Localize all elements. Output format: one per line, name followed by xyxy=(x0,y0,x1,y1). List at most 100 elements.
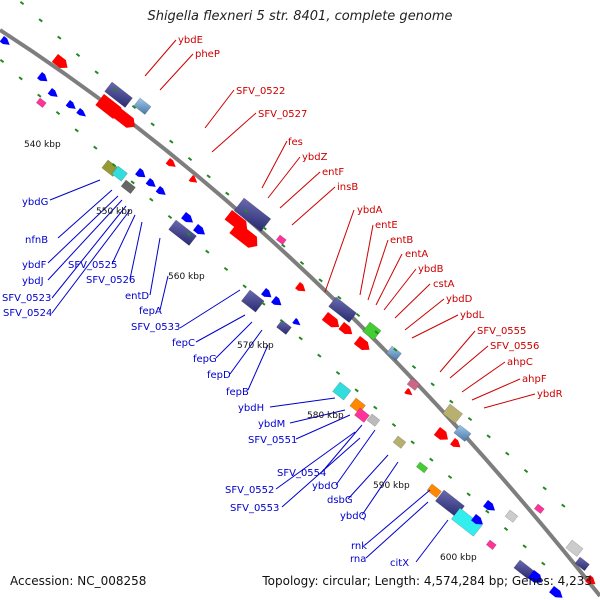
feature-rev-13 xyxy=(181,212,193,223)
feature-rev-17 xyxy=(271,296,282,306)
leader-line-18 xyxy=(461,361,506,393)
gene-label-entF: entF xyxy=(322,167,344,178)
tick-inner-2 xyxy=(37,93,42,98)
tick-outer-5 xyxy=(113,87,118,92)
leader-line-5 xyxy=(267,156,301,199)
feature-rev-11-shape xyxy=(155,186,166,195)
leader-line-6 xyxy=(279,171,321,209)
feature-rev-33 xyxy=(527,570,542,583)
tick-inner-14 xyxy=(261,301,266,306)
feature-fwd-14 xyxy=(338,322,353,335)
leader-line-43 xyxy=(347,454,389,500)
leader-line-10 xyxy=(367,239,389,301)
gene-label-entD: entD xyxy=(125,291,149,302)
gene-label-rna: rna xyxy=(350,554,366,565)
gene-label-ybdF: ybdF xyxy=(22,260,47,271)
tick-outer-14 xyxy=(281,243,286,248)
feature-rev-16 xyxy=(261,288,272,298)
feature-fwd-5 xyxy=(165,158,176,167)
gene-label-fepD: fepD xyxy=(207,370,231,381)
tick-inner-28 xyxy=(522,544,527,549)
tick-outer-8 xyxy=(169,139,174,144)
gene-label-ybdG: ybdG xyxy=(22,197,48,208)
tick-inner-6 xyxy=(111,162,117,168)
gene-label-ahpF: ahpF xyxy=(522,374,547,385)
feature-rev-16-shape xyxy=(261,288,272,298)
feature-fwd-28 xyxy=(585,575,596,585)
feature-fwd-5-shape xyxy=(165,158,176,167)
feature-fwd-15-shape xyxy=(362,321,382,341)
leader-line-41 xyxy=(335,429,376,486)
feature-rev-25-shape xyxy=(415,461,429,474)
leader-line-3 xyxy=(211,112,257,153)
tick-inner-12 xyxy=(223,266,229,272)
tick-inner-7 xyxy=(130,180,135,185)
leader-line-11 xyxy=(375,253,403,306)
gene-label-ybdL: ybdL xyxy=(460,310,485,321)
feature-fwd-23 xyxy=(450,438,461,448)
leader-line-23 xyxy=(47,195,119,264)
tick-outer-2 xyxy=(57,35,62,40)
gene-label-citX: citX xyxy=(390,558,409,569)
gene-label-ahpC: ahpC xyxy=(507,357,533,368)
gene-label-SFV_0555: SFV_0555 xyxy=(477,326,526,337)
tick-inner-19 xyxy=(354,388,359,393)
tick-outer-6 xyxy=(131,104,137,110)
tick-inner-11 xyxy=(205,249,210,254)
feature-rev-7 xyxy=(111,165,128,182)
feature-fwd-25 xyxy=(533,503,545,515)
feature-fwd-26-shape xyxy=(565,539,584,557)
leader-line-14 xyxy=(404,298,445,331)
feature-fwd-11-shape xyxy=(295,282,306,292)
feature-fwd-8 xyxy=(233,197,272,232)
feature-fwd-20 xyxy=(442,403,463,424)
feature-fwd-4-shape xyxy=(133,97,152,115)
leader-line-31 xyxy=(179,289,241,329)
gene-label-fepA: fepA xyxy=(139,306,162,317)
tick-outer-25 xyxy=(486,434,491,439)
feature-fwd-9-shape xyxy=(229,222,258,248)
gene-label-ybdZ: ybdZ xyxy=(302,152,328,163)
gene-label-ybdA: ybdA xyxy=(357,205,383,216)
leader-line-26 xyxy=(129,221,143,280)
feature-fwd-21-shape xyxy=(453,424,472,442)
feature-rev-7-shape xyxy=(111,165,128,182)
gene-label-entE: entE xyxy=(375,220,398,231)
feature-fwd-19 xyxy=(404,388,413,396)
feature-rev-4-shape xyxy=(76,108,87,117)
feature-rev-2-shape xyxy=(47,88,58,97)
leader-line-37 xyxy=(289,409,346,424)
leader-line-22 xyxy=(57,189,113,239)
tick-inner-22 xyxy=(410,440,415,445)
gene-label-ybdM: ybdM xyxy=(258,419,285,430)
scale-label-570: 570 kbp xyxy=(237,341,274,351)
leader-line-8 xyxy=(324,209,355,293)
leader-line-1 xyxy=(159,53,194,91)
tick-inner-8 xyxy=(149,197,154,202)
genome-backbone xyxy=(0,28,600,598)
feature-rev-20-shape xyxy=(332,381,352,401)
gene-label-entA: entA xyxy=(405,249,428,260)
feature-rev-25 xyxy=(415,461,429,474)
feature-fwd-26 xyxy=(565,539,584,557)
feature-fwd-17-shape xyxy=(386,345,402,361)
feature-rev-8 xyxy=(120,179,136,195)
feature-rev-23-shape xyxy=(366,413,381,427)
tick-outer-23 xyxy=(449,399,454,404)
tick-inner-13 xyxy=(242,284,247,289)
tick-outer-22 xyxy=(430,382,435,387)
tick-inner-21 xyxy=(391,422,397,428)
feature-rev-15-shape xyxy=(241,289,265,313)
tick-inner-18 xyxy=(335,370,341,376)
tick-outer-9 xyxy=(187,156,193,162)
gene-label-SFV_0553: SFV_0553 xyxy=(230,503,279,514)
leader-line-13 xyxy=(394,283,431,319)
tick-inner-26 xyxy=(485,509,490,514)
feature-fwd-4 xyxy=(133,97,152,115)
feature-rev-3 xyxy=(65,100,76,109)
tick-outer-19 xyxy=(374,330,379,335)
leader-line-19 xyxy=(471,378,521,401)
tick-outer-4 xyxy=(94,70,99,75)
leader-line-7 xyxy=(291,186,336,226)
label-leaders xyxy=(47,39,536,563)
